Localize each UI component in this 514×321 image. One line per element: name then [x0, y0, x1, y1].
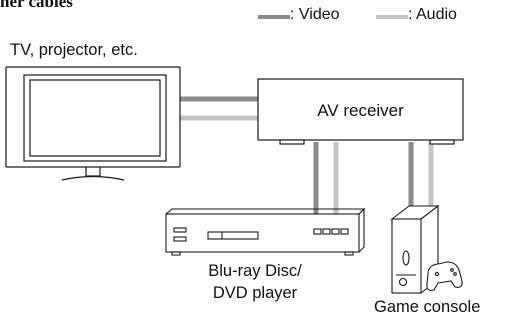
tv-icon	[5, 66, 181, 181]
console-icon	[390, 204, 463, 294]
player-icon	[165, 207, 366, 256]
legend-audio-label: : Audio	[408, 6, 457, 23]
tv-receiver-cables	[180, 96, 258, 121]
legend-swatches	[258, 15, 408, 19]
player-receiver-cables	[313, 142, 339, 214]
console-receiver-cables	[408, 142, 434, 206]
section-heading-fragment: her cables	[0, 0, 73, 11]
player-label-line1: Blu-ray Disc/	[208, 262, 302, 280]
receiver-icon	[257, 78, 464, 145]
receiver-label: AV receiver	[317, 101, 404, 120]
console-label: Game console	[374, 298, 481, 316]
player-label-line2: DVD player	[212, 284, 298, 302]
tv-label: TV, projector, etc.	[10, 41, 138, 59]
legend-video-label: : Video	[290, 6, 340, 23]
